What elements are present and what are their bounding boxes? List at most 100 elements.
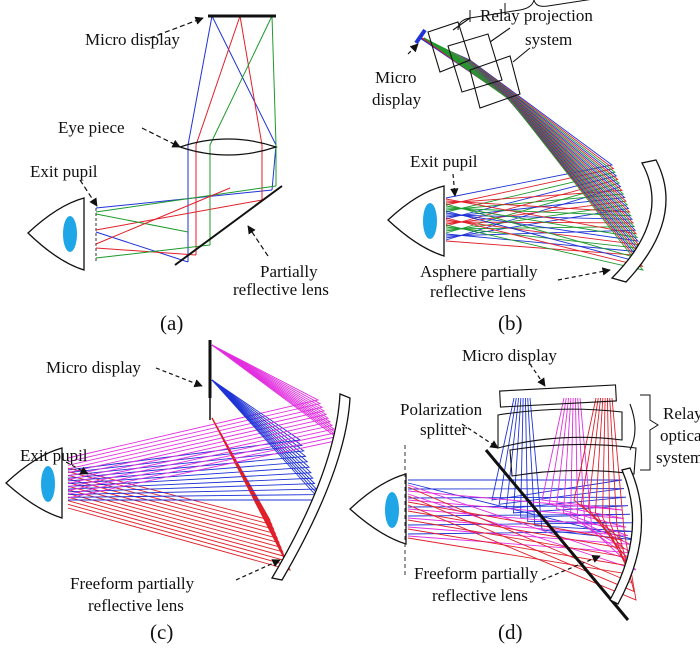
label-micro-b-2: display (372, 90, 422, 109)
ray-red (195, 15, 241, 255)
ray-green (95, 213, 189, 233)
label-partially-reflective-a-2: reflective lens (233, 280, 329, 299)
panel-c (5, 340, 351, 581)
eye-icon (27, 197, 85, 271)
ray (407, 397, 633, 584)
ray (407, 397, 631, 575)
ray-blue (67, 379, 304, 474)
label-asphere-2: reflective lens (430, 282, 526, 301)
ray-blue (67, 379, 316, 493)
ray-blue (67, 379, 307, 479)
ray-red (95, 247, 197, 256)
caption-c: (c) (150, 620, 174, 644)
rays-a (95, 15, 277, 263)
label-micro-display-a: Micro display (85, 30, 180, 49)
ray (423, 37, 632, 217)
ray-green (271, 15, 277, 186)
ray-blue (67, 379, 312, 487)
ray (419, 37, 614, 199)
ray-red (95, 187, 231, 245)
caption-d: (d) (498, 620, 523, 644)
ray-red (67, 417, 291, 571)
eye-icon (5, 447, 63, 519)
label-freeform-d-1: Freeform partially (414, 564, 539, 583)
ray (423, 37, 643, 260)
label-exit-pupil-b: Exit pupil (410, 152, 478, 171)
ray-red (239, 15, 263, 200)
label-micro-b-1: Micro (375, 68, 417, 87)
label-relay-d-3: system (656, 448, 700, 467)
freeform-mirror-c (270, 393, 351, 581)
label-freeform-c-1: Freeform partially (70, 574, 195, 593)
ray-blue (67, 379, 309, 482)
ray (423, 37, 644, 271)
eye-icon (387, 185, 445, 257)
micro-display-b (414, 28, 427, 45)
ray-magenta (67, 344, 320, 459)
ray-magenta (67, 344, 334, 484)
ray (407, 397, 625, 505)
ray (407, 397, 637, 541)
ray (407, 397, 629, 567)
ray (407, 397, 628, 558)
label-asphere-1: Asphere partially (420, 262, 538, 281)
ray (423, 37, 636, 230)
ray (423, 37, 629, 232)
label-partially-reflective-a-1: Partially (260, 262, 318, 281)
ray-magenta (67, 344, 322, 463)
ray-magenta (67, 344, 332, 481)
label-freeform-c-2: reflective lens (88, 596, 184, 615)
polarization-splitter (484, 449, 630, 621)
label-exit-pupil-c: Exit pupil (20, 446, 88, 465)
caption-a: (a) (160, 311, 184, 335)
label-exit-pupil-a: Exit pupil (30, 162, 98, 181)
ray-green (209, 15, 273, 245)
label-relay-d-1: Relay (663, 404, 700, 423)
ray (407, 397, 629, 537)
ray (407, 397, 633, 526)
label-relay-projection-1: Relay projection (480, 6, 593, 25)
label-micro-display-c: Micro display (46, 358, 141, 377)
label-freeform-d-2: reflective lens (432, 586, 528, 605)
relay-projection-system-b (427, 17, 531, 109)
ray-magenta (67, 344, 336, 488)
ray-red (95, 199, 263, 231)
ray-green (95, 244, 211, 259)
ray (407, 397, 635, 593)
ray (407, 397, 635, 535)
panel-a (27, 14, 283, 271)
ray-magenta (67, 344, 324, 466)
asphere-mirror (610, 159, 667, 283)
rays-d (407, 397, 637, 601)
ray-green (95, 185, 277, 213)
ray (423, 37, 639, 239)
ray (408, 397, 623, 501)
freeform-mirror-d (609, 467, 643, 605)
ray (423, 37, 641, 249)
ray-magenta (67, 344, 328, 473)
eye-icon (349, 473, 407, 545)
ray (407, 397, 635, 562)
ray (423, 37, 616, 213)
rays-b (419, 37, 644, 271)
relay-optical-system-d (497, 384, 637, 477)
ray-blue (67, 379, 314, 490)
label-micro-display-d: Micro display (462, 346, 557, 365)
ray-blue (67, 379, 305, 476)
label-relay-projection-2: system (525, 30, 573, 49)
ray-blue (187, 15, 213, 262)
ray-blue (67, 379, 302, 471)
label-eye-piece: Eye piece (58, 118, 125, 137)
label-polarization-2: splitter (420, 420, 468, 439)
ray-magenta (67, 344, 330, 477)
ray (407, 397, 631, 518)
ray (423, 37, 625, 211)
label-relay-d-2: optical (660, 426, 700, 445)
panel-d (349, 363, 659, 621)
partially-reflective-lens (174, 185, 283, 266)
eye-piece-lens (178, 138, 278, 156)
ray-magenta (67, 344, 326, 470)
ray (407, 397, 637, 571)
ray (407, 397, 624, 541)
